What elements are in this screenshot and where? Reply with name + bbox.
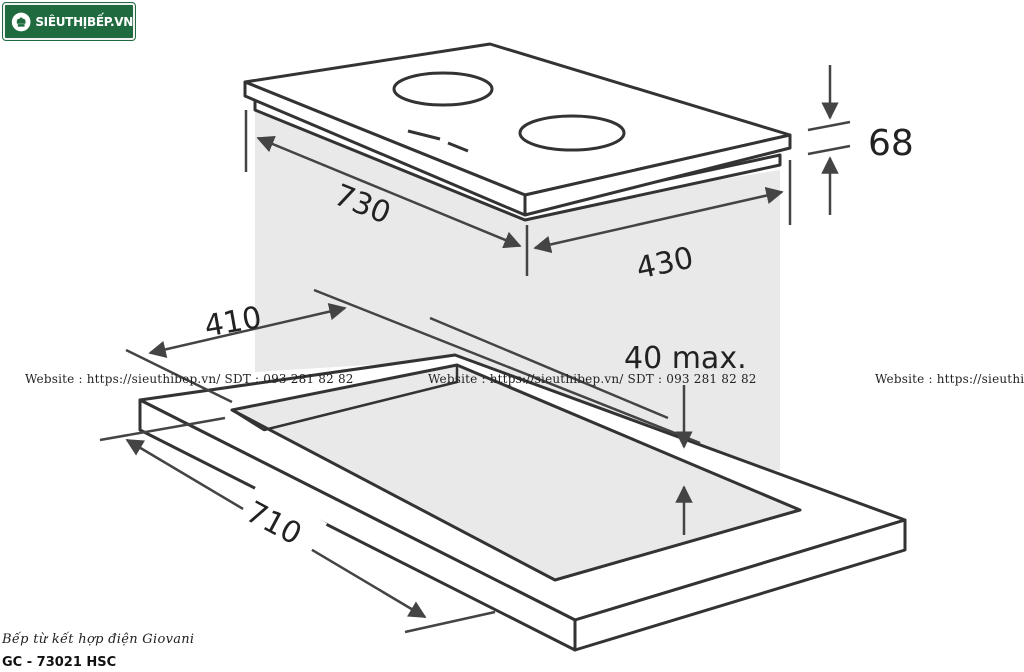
cooking-zone-right [518,114,626,152]
chef-hat-icon [11,12,31,31]
cooking-zone-left [392,71,494,107]
dim-cutout-width-label: 410 [202,300,264,344]
brand-logo-text: SIÊUTHỊBẾP.VN [35,14,133,29]
watermark-text: Website : https://sieuthibep.vn/ SDT : 0… [25,372,354,386]
dim-depth-label: 40 max. [624,341,747,376]
brand-logo[interactable]: SIÊUTHỊBẾP.VN [2,2,136,41]
product-model: GC - 73021 HSC [2,655,117,670]
watermark-text: Website : https://sieuthibep.vn/ [875,372,1024,386]
product-name: Bếp từ kết hợp điện Giovani [2,632,195,647]
watermark-text: Website : https://sieuthibep.vn/ SDT : 0… [428,372,757,386]
cutout-opening [230,363,802,582]
dim-height-label: 68 [868,123,914,164]
